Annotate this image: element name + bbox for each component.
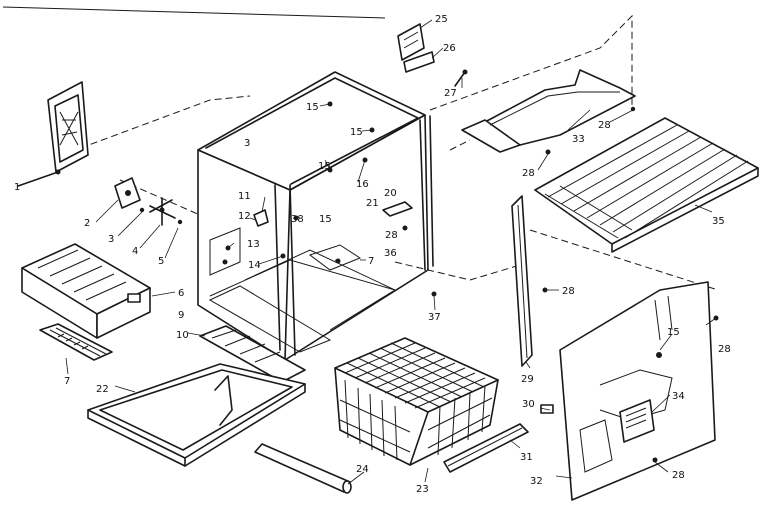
callout-30: 30 bbox=[522, 399, 535, 410]
leader-lines bbox=[65, 19, 717, 485]
part-2-motor-mount bbox=[114, 177, 141, 209]
callout-23: 23 bbox=[416, 484, 429, 495]
part-27-screw bbox=[454, 69, 468, 87]
callout-16: 16 bbox=[356, 179, 369, 190]
callout-9: 9 bbox=[178, 310, 184, 321]
part-32-door-panel bbox=[559, 281, 716, 501]
callout-26: 26 bbox=[443, 43, 456, 54]
part-6-ice-bin bbox=[21, 243, 151, 339]
callout-11: 11 bbox=[238, 191, 251, 202]
callout-12: 12 bbox=[238, 211, 251, 222]
callout-4: 4 bbox=[132, 246, 138, 257]
part-25-hinge bbox=[397, 23, 425, 61]
part-12-clip bbox=[253, 209, 269, 227]
callout-14: 14 bbox=[248, 260, 261, 271]
callout-15: 15 bbox=[667, 327, 680, 338]
callout-5: 5 bbox=[158, 256, 164, 267]
callout-15: 15 bbox=[306, 102, 319, 113]
part-26-hinge-plate bbox=[403, 51, 435, 73]
callout-27: 27 bbox=[444, 88, 457, 99]
callout-15: 15 bbox=[318, 161, 331, 172]
part-33-top-bracket bbox=[461, 69, 636, 153]
callout-22: 22 bbox=[96, 384, 109, 395]
callout-28: 28 bbox=[672, 470, 685, 481]
callout-32: 32 bbox=[530, 476, 543, 487]
callout-33: 33 bbox=[572, 134, 585, 145]
part-7-ice-tray bbox=[39, 323, 113, 361]
callout-36: 36 bbox=[384, 248, 397, 259]
part-24-rod bbox=[254, 443, 352, 494]
part-31-trim bbox=[443, 423, 529, 473]
top-rule bbox=[2, 6, 386, 19]
callout-2: 2 bbox=[84, 218, 90, 229]
part-29-side-rail bbox=[511, 195, 533, 367]
callout-28: 28 bbox=[562, 286, 575, 297]
part-10-front-frame bbox=[199, 325, 306, 383]
callout-28: 28 bbox=[718, 344, 731, 355]
callout-15: 15 bbox=[350, 127, 363, 138]
part-23-wire-basket bbox=[334, 337, 499, 466]
callout-labels: 1 2 3 3 4 5 6 7 7 9 10 11 12 13 14 15 15… bbox=[14, 14, 731, 495]
callout-29: 29 bbox=[521, 374, 534, 385]
callout-25: 25 bbox=[435, 14, 448, 25]
part-4-fan-blade bbox=[149, 197, 176, 226]
callout-24: 24 bbox=[356, 464, 369, 475]
part-20-bracket bbox=[382, 201, 413, 217]
callout-28: 28 bbox=[598, 120, 611, 131]
callout-7: 7 bbox=[368, 256, 374, 267]
callout-1: 1 bbox=[14, 182, 20, 193]
callout-21: 21 bbox=[366, 198, 379, 209]
part-22-tray bbox=[87, 363, 306, 467]
callout-7: 7 bbox=[64, 376, 70, 387]
callout-13: 13 bbox=[247, 239, 260, 250]
part-1-bracket bbox=[17, 81, 89, 187]
part-34-control-plate bbox=[619, 399, 655, 443]
callout-20: 20 bbox=[384, 188, 397, 199]
callout-35: 35 bbox=[712, 216, 725, 227]
callout-15: 15 bbox=[319, 214, 332, 225]
callout-3: 3 bbox=[108, 234, 114, 245]
callout-37: 37 bbox=[428, 312, 441, 323]
callout-28: 28 bbox=[385, 230, 398, 241]
callout-28: 28 bbox=[522, 168, 535, 179]
callout-3: 3 bbox=[244, 138, 250, 149]
part-35-wire-shelf bbox=[534, 117, 759, 253]
callout-6: 6 bbox=[178, 288, 184, 299]
callout-31: 31 bbox=[520, 452, 533, 463]
part-3-screws bbox=[139, 207, 183, 225]
callout-38: 38 bbox=[291, 214, 304, 225]
callout-34: 34 bbox=[672, 391, 685, 402]
part-9-cabinet bbox=[197, 71, 434, 361]
callout-10: 10 bbox=[176, 330, 189, 341]
